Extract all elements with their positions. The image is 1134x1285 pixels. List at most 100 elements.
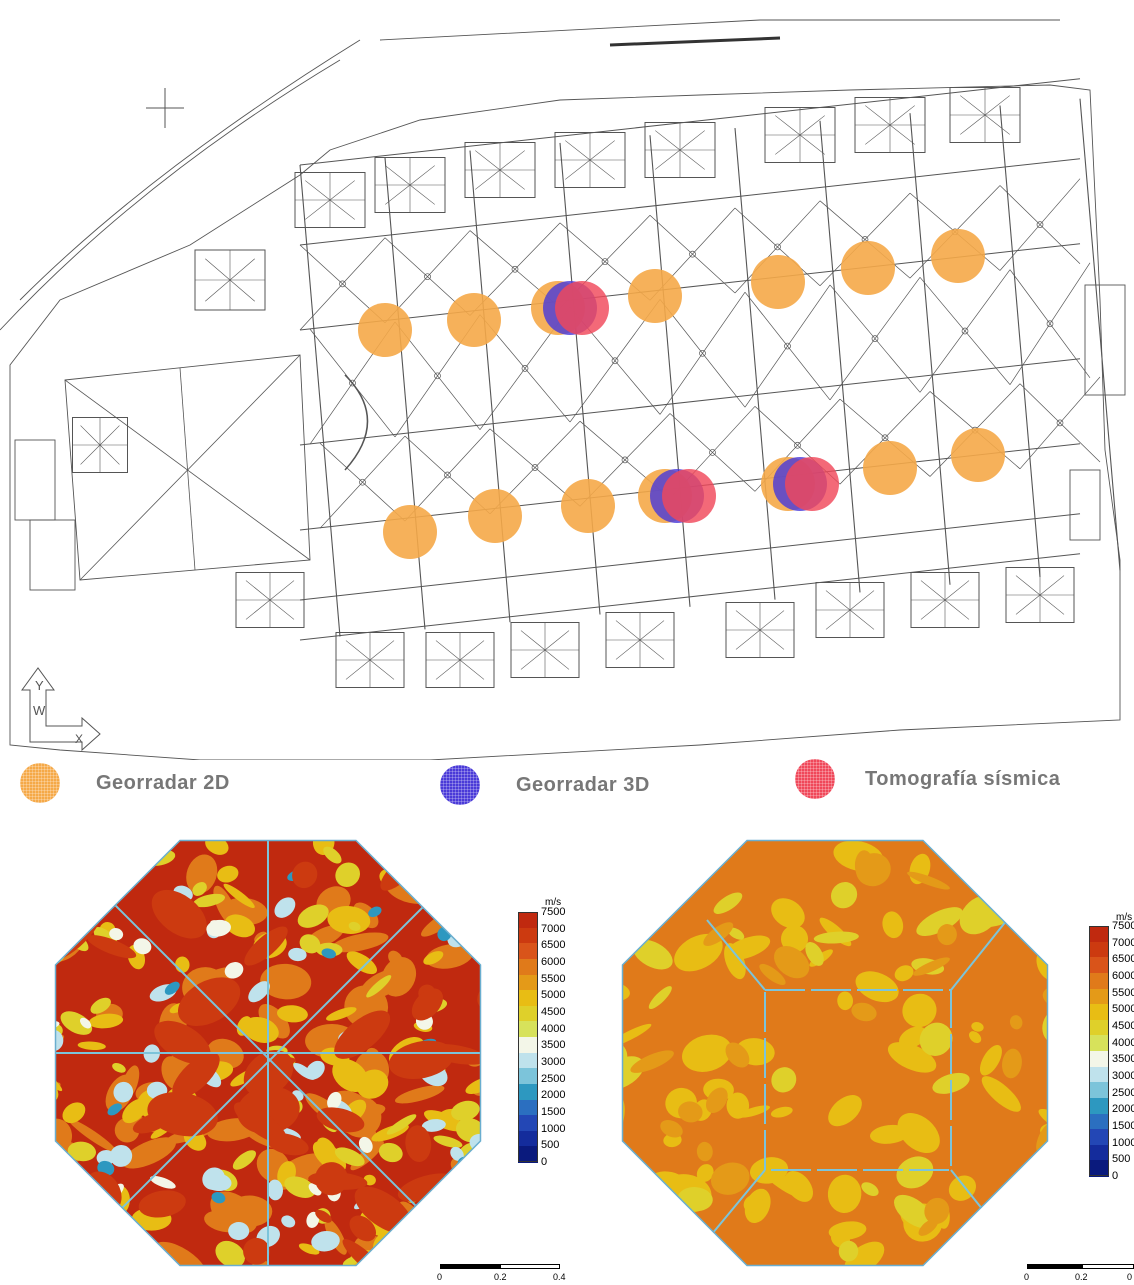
colorbar-segment [518,1005,538,1022]
survey-marker-tomograf-a-s-smica [662,469,716,523]
compass-cross [146,88,184,128]
colorbar-tick-label: 4500 [541,1006,566,1018]
colorbar-segment [1089,941,1109,958]
legend-item-georradar-2d: Georradar 2D [20,763,230,803]
colorbar-tick-label: 2000 [541,1089,566,1102]
colorbar-segment [518,1068,538,1085]
colorbar-segment [1089,1160,1109,1177]
colorbar-segment [518,1099,538,1116]
colorbar-segment [518,1130,538,1147]
colorbar-frame [1089,926,1109,1176]
colorbar-tick-label: 4000 [541,1022,566,1035]
axis-w-label: W [33,703,46,718]
survey-marker-georradar-2d [863,441,917,495]
colorbar-tick-label: 4000 [1112,1036,1134,1049]
colorbar-segment [1089,972,1109,989]
colorbar-segment [518,1021,538,1038]
tomografia-swatch [795,759,835,799]
colorbar-segment [1089,1082,1109,1099]
colorbar-tick-label: 5500 [1112,986,1134,999]
scale-label-left-2: 0.4 [553,1272,566,1282]
colorbar-segment [518,927,538,944]
colorbar-tick-label: 5000 [541,989,566,1002]
colorbar-segment [1089,988,1109,1005]
survey-marker-georradar-2d [751,255,805,309]
legend-label-georradar-3d: Georradar 3D [516,773,650,796]
georradar-3d-swatch [440,765,480,805]
colorbar-segment [518,1052,538,1069]
colorbar-tick-label: 1000 [541,1122,566,1135]
survey-marker-georradar-2d [931,229,985,283]
colorbar-tick-label: 3000 [541,1056,566,1068]
legend-label-tomografia: Tomografía sísmica [865,767,1061,790]
legend: Georradar 2D Georradar 3D Tomografía sís… [0,755,1134,815]
colorbar-tick-label: 6000 [1112,970,1134,982]
colorbar-tick-label: 1500 [541,1106,566,1118]
colorbar-segment [1089,1035,1109,1052]
colorbar-tick-label: 1000 [1112,1136,1134,1149]
colorbar-tick-label: 3500 [1112,1053,1134,1066]
colorbar-segment [518,974,538,991]
colorbar-segment [518,1115,538,1132]
colorbar-tick-label: 1500 [1112,1120,1134,1132]
colorbar-segment [1089,1129,1109,1146]
colorbar-segment [518,1037,538,1054]
colorbar-tick-label: 5000 [1112,1003,1134,1016]
colorbar-frame [518,912,538,1162]
colorbar-tick-label: 6500 [1112,953,1134,966]
colorbar-tick-label: 6500 [541,939,566,952]
colorbar-tick-label: 0 [1112,1170,1119,1182]
legend-label-georradar-2d: Georradar 2D [96,771,230,794]
survey-marker-georradar-2d [841,241,895,295]
survey-marker-tomograf-a-s-smica [555,281,609,335]
colorbar-tick-label: 3000 [1112,1070,1134,1082]
colorbar-segment [518,958,538,975]
survey-marker-georradar-2d [468,489,522,543]
survey-marker-georradar-2d [358,303,412,357]
colorbar-tick-label: 3500 [541,1039,566,1052]
survey-marker-georradar-2d [561,479,615,533]
scale-label-left-1: 0.2 [494,1272,507,1282]
colorbar-segment [1089,1051,1109,1068]
floor-plan-drawing: Y W X [0,19,1126,761]
colorbar-segment [1089,1004,1109,1021]
colorbar-segment [518,990,538,1007]
colorbar-segment [518,912,538,929]
colorbar-segment [1089,1019,1109,1036]
colorbar-tick-label: 500 [1112,1153,1131,1166]
colorbar-tick-label: 2000 [1112,1103,1134,1116]
colorbar-tick-label: 5500 [541,972,566,985]
axis-y-label: Y [35,678,44,693]
colorbar-segment [1089,926,1109,943]
colorbar-unit-left: m/s [545,897,562,908]
cathedral-floor-plan: Y W X [0,19,1126,761]
tomography-map-left [54,839,482,1267]
legend-item-tomografia: Tomografía sísmica [795,759,1060,799]
colorbar-tick-label: 7500 [1112,920,1134,932]
colorbar-segment [1089,957,1109,974]
colorbar-tick-label: 7000 [541,922,566,935]
scale-label-left-0: 0 [437,1272,443,1282]
colorbar-tick-label: 4500 [1112,1020,1134,1032]
colorbar-unit-right: m/s [1116,912,1133,923]
colorbar-tick-label: 0 [541,1156,548,1168]
scale-label-right-1: 0.2 [1075,1272,1088,1282]
colorbar-tick-label: 6000 [541,956,566,968]
colorbar-segment [1089,1097,1109,1114]
scale-label-right-2: 0 [1127,1272,1133,1282]
colorbar-tick-label: 500 [541,1139,560,1152]
survey-marker-georradar-2d [628,269,682,323]
legend-item-georradar-3d: Georradar 3D [440,765,650,805]
colorbar-tick-label: 7500 [541,906,566,918]
axis-x-label: X [75,732,83,746]
colorbar-tick-label: 2500 [1112,1086,1134,1099]
tomography-map-right [621,839,1049,1267]
survey-marker-georradar-2d [951,428,1005,482]
colorbar-segment [518,943,538,960]
colorbar-segment [1089,1113,1109,1130]
survey-marker-georradar-2d [447,293,501,347]
scale-label-right-0: 0 [1024,1272,1030,1282]
axis-arrow-symbol [21,667,101,752]
